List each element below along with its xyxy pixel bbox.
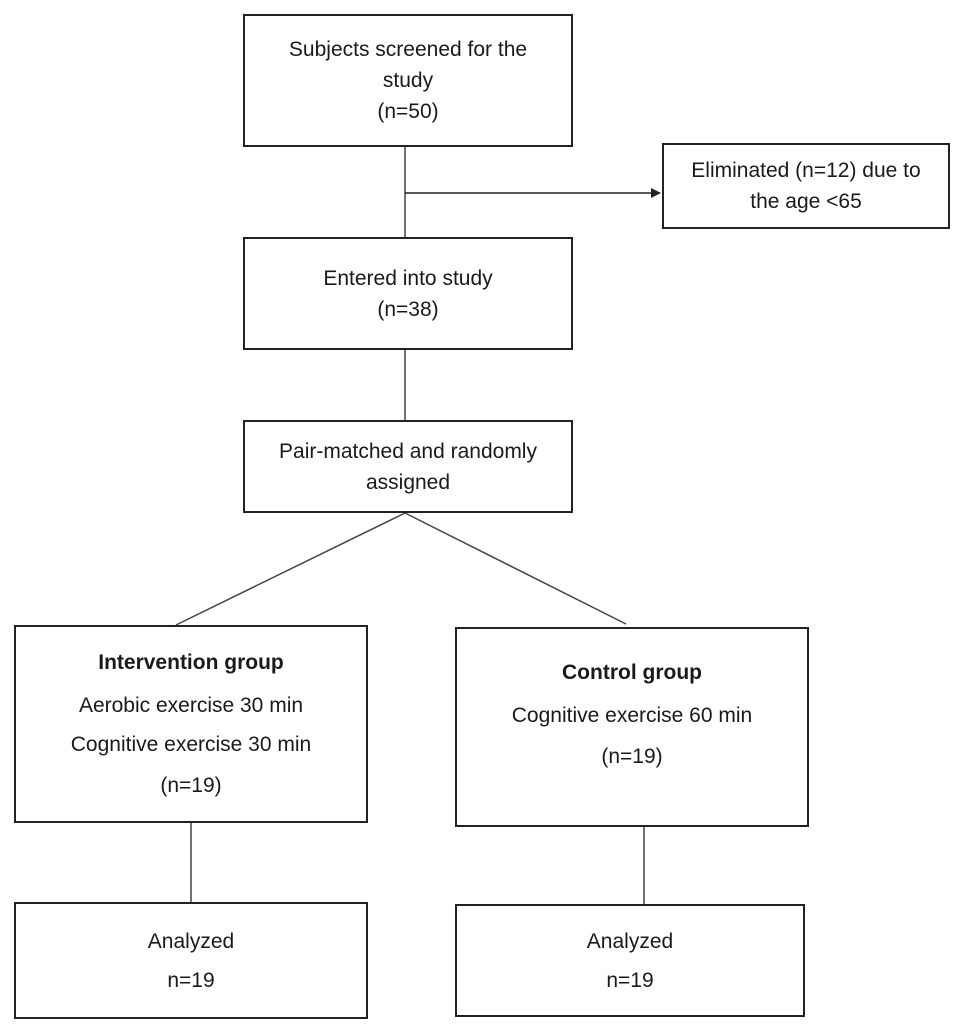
analyzed-right-count: n=19: [606, 968, 654, 992]
eliminated-line2: the age <65: [750, 190, 862, 213]
analyzed-control-box: Analyzed n=19: [455, 904, 805, 1017]
eliminated-box: Eliminated (n=12) due to the age <65: [662, 143, 950, 229]
screened-count: (n=50): [377, 100, 439, 123]
entered-line1: Entered into study: [323, 266, 493, 290]
paired-box: Pair-matched and randomly assigned: [243, 420, 573, 513]
screened-line2: study: [382, 69, 434, 92]
paired-line2: assigned: [365, 470, 451, 494]
control-title: Control group: [562, 661, 702, 684]
eliminated-line1: Eliminated (n=12) due to: [691, 159, 921, 182]
intervention-title: Intervention group: [98, 651, 284, 674]
paired-line1: Pair-matched and randomly: [279, 439, 537, 463]
analyzed-intervention-box: Analyzed n=19: [14, 902, 368, 1019]
connector-paired-to-intervention: [175, 512, 406, 626]
analyzed-right-label: Analyzed: [586, 929, 674, 953]
control-line1: Cognitive exercise 60 min: [511, 704, 753, 727]
screened-line1: Subjects screened for the: [288, 38, 528, 61]
screened-box: Subjects screened for the study (n=50): [243, 14, 573, 147]
control-group-box: Control group Cognitive exercise 60 min …: [455, 627, 809, 827]
intervention-line2: Cognitive exercise 30 min: [70, 733, 312, 756]
intervention-line1: Aerobic exercise 30 min: [78, 694, 304, 717]
connector-paired-to-control: [404, 512, 627, 625]
intervention-group-box: Intervention group Aerobic exercise 30 m…: [14, 625, 368, 823]
entered-box: Entered into study (n=38): [243, 237, 573, 350]
entered-count: (n=38): [377, 297, 439, 321]
intervention-count: (n=19): [160, 774, 222, 797]
analyzed-left-label: Analyzed: [147, 929, 235, 953]
analyzed-left-count: n=19: [167, 968, 215, 992]
control-count: (n=19): [601, 745, 663, 768]
